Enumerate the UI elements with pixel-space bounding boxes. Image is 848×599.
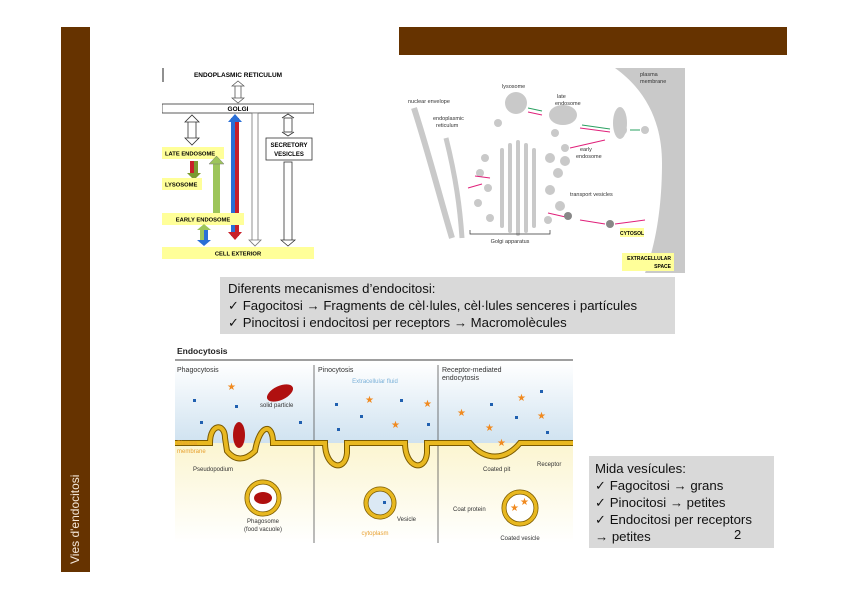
page-number: 2 — [734, 527, 742, 542]
label-space: SPACE — [654, 264, 672, 270]
svg-text:★: ★ — [457, 408, 466, 419]
label-transport-vesicles: transport vesicles — [570, 192, 613, 198]
svg-text:★: ★ — [520, 497, 529, 508]
label-late: late — [557, 94, 566, 100]
svg-text:★: ★ — [537, 411, 546, 422]
label-membrane: membrane — [177, 449, 206, 455]
svg-text:★: ★ — [497, 438, 506, 449]
label-vesicle: Vesicle — [397, 517, 417, 523]
size-title: Mida vesícules: — [595, 461, 686, 476]
label-phagosome: Phagosome — [247, 519, 280, 525]
label-coated-vesicle: Coated vesicle — [500, 536, 540, 542]
svg-text:★: ★ — [423, 399, 432, 410]
label-receptor: Receptor — [537, 462, 561, 468]
svg-text:★: ★ — [391, 420, 400, 431]
label-vesicles: VESICLES — [274, 152, 304, 158]
slide-title: Vies d'endocitosi — [67, 474, 82, 564]
size-item: ✓ Fagocitosi → grans — [595, 478, 724, 493]
svg-text:★: ★ — [365, 395, 374, 406]
label-cell-exterior: CELL EXTERIOR — [215, 252, 262, 258]
label-lysosome: lysosome — [502, 84, 525, 90]
size-item: → petites — [595, 529, 651, 544]
label-lysosome: LYSOSOME — [165, 183, 197, 189]
size-item: ✓ Endocitosi per receptors — [595, 512, 752, 527]
mechanisms-title: Diferents mecanismes d’endocitosi: — [228, 281, 436, 296]
label-extracellular: EXTRACELLULAR — [627, 256, 671, 262]
label-golgi: GOLGI — [228, 106, 249, 113]
label-nuclear-envelope: nuclear envelope — [408, 99, 450, 105]
label-early: early — [580, 147, 592, 153]
label-coat-protein: Coat protein — [453, 507, 486, 513]
sidebar-title: Vies d'endocitosi — [61, 27, 90, 572]
size-item: ✓ Pinocitosi → petites — [595, 495, 726, 510]
sidebar-band — [61, 27, 90, 572]
svg-text:★: ★ — [227, 382, 236, 393]
label-cytosol: CYTOSOL — [620, 231, 644, 237]
mechanisms-box: Diferents mecanismes d’endocitosi: ✓ Fag… — [220, 277, 675, 334]
panel-phagocytosis: Phagocytosis — [177, 367, 219, 374]
label-secretory: SECRETORY — [270, 143, 307, 149]
mechanisms-item: ✓ Pinocitosi i endocitosi per receptors … — [228, 315, 567, 330]
label-golgi-apparatus: Golgi apparatus — [491, 239, 530, 245]
label-er-1: endoplasmic — [433, 116, 464, 122]
label-early-endosome: EARLY ENDOSOME — [176, 218, 231, 224]
label-er-2: reticulum — [436, 123, 459, 129]
label-plasma: Plasma — [177, 441, 198, 447]
label-late-endosome: LATE ENDOSOME — [165, 152, 215, 158]
label-cytoplasm: cytoplasm — [361, 531, 388, 537]
svg-text:★: ★ — [485, 423, 494, 434]
pathway-diagram: ENDOPLASMIC RETICULUM GOLGI SECRETORY VE… — [162, 68, 314, 259]
svg-text:★: ★ — [517, 393, 526, 404]
panel-receptor-2: endocytosis — [442, 375, 479, 382]
header-band — [399, 27, 787, 55]
panel-pinocytosis: Pinocytosis — [318, 367, 354, 374]
label-membrane: membrane — [640, 79, 666, 85]
endocytosis-diagram: Endocytosis Phagocytosis Pinocytosis Rec… — [175, 346, 573, 543]
mechanisms-item: ✓ Fagocitosi → Fragments de cèl·lules, c… — [228, 298, 638, 313]
label-coated-pit: Coated pit — [483, 467, 511, 473]
panel-receptor-1: Receptor-mediated — [442, 367, 502, 374]
label-pseudopodium: Pseudopodium — [193, 467, 233, 473]
label-early-endosome: endosome — [576, 154, 602, 160]
label-extracellular-fluid: Extracellular fluid — [352, 379, 398, 385]
vesicle-size-box: Mida vesícules: ✓ Fagocitosi → grans ✓ P… — [589, 456, 774, 548]
label-er: ENDOPLASMIC RETICULUM — [194, 72, 282, 79]
label-plasma: plasma — [640, 72, 659, 78]
label-late-endosome: endosome — [555, 101, 581, 107]
label-food-vacuole: (food vacuole) — [244, 527, 282, 533]
label-solid-particle: solid particle — [260, 403, 294, 409]
svg-text:★: ★ — [510, 503, 519, 514]
endocytosis-title: Endocytosis — [177, 346, 228, 356]
cell-organelle-diagram: plasma membrane nuclear envelope endopla… — [408, 68, 685, 273]
